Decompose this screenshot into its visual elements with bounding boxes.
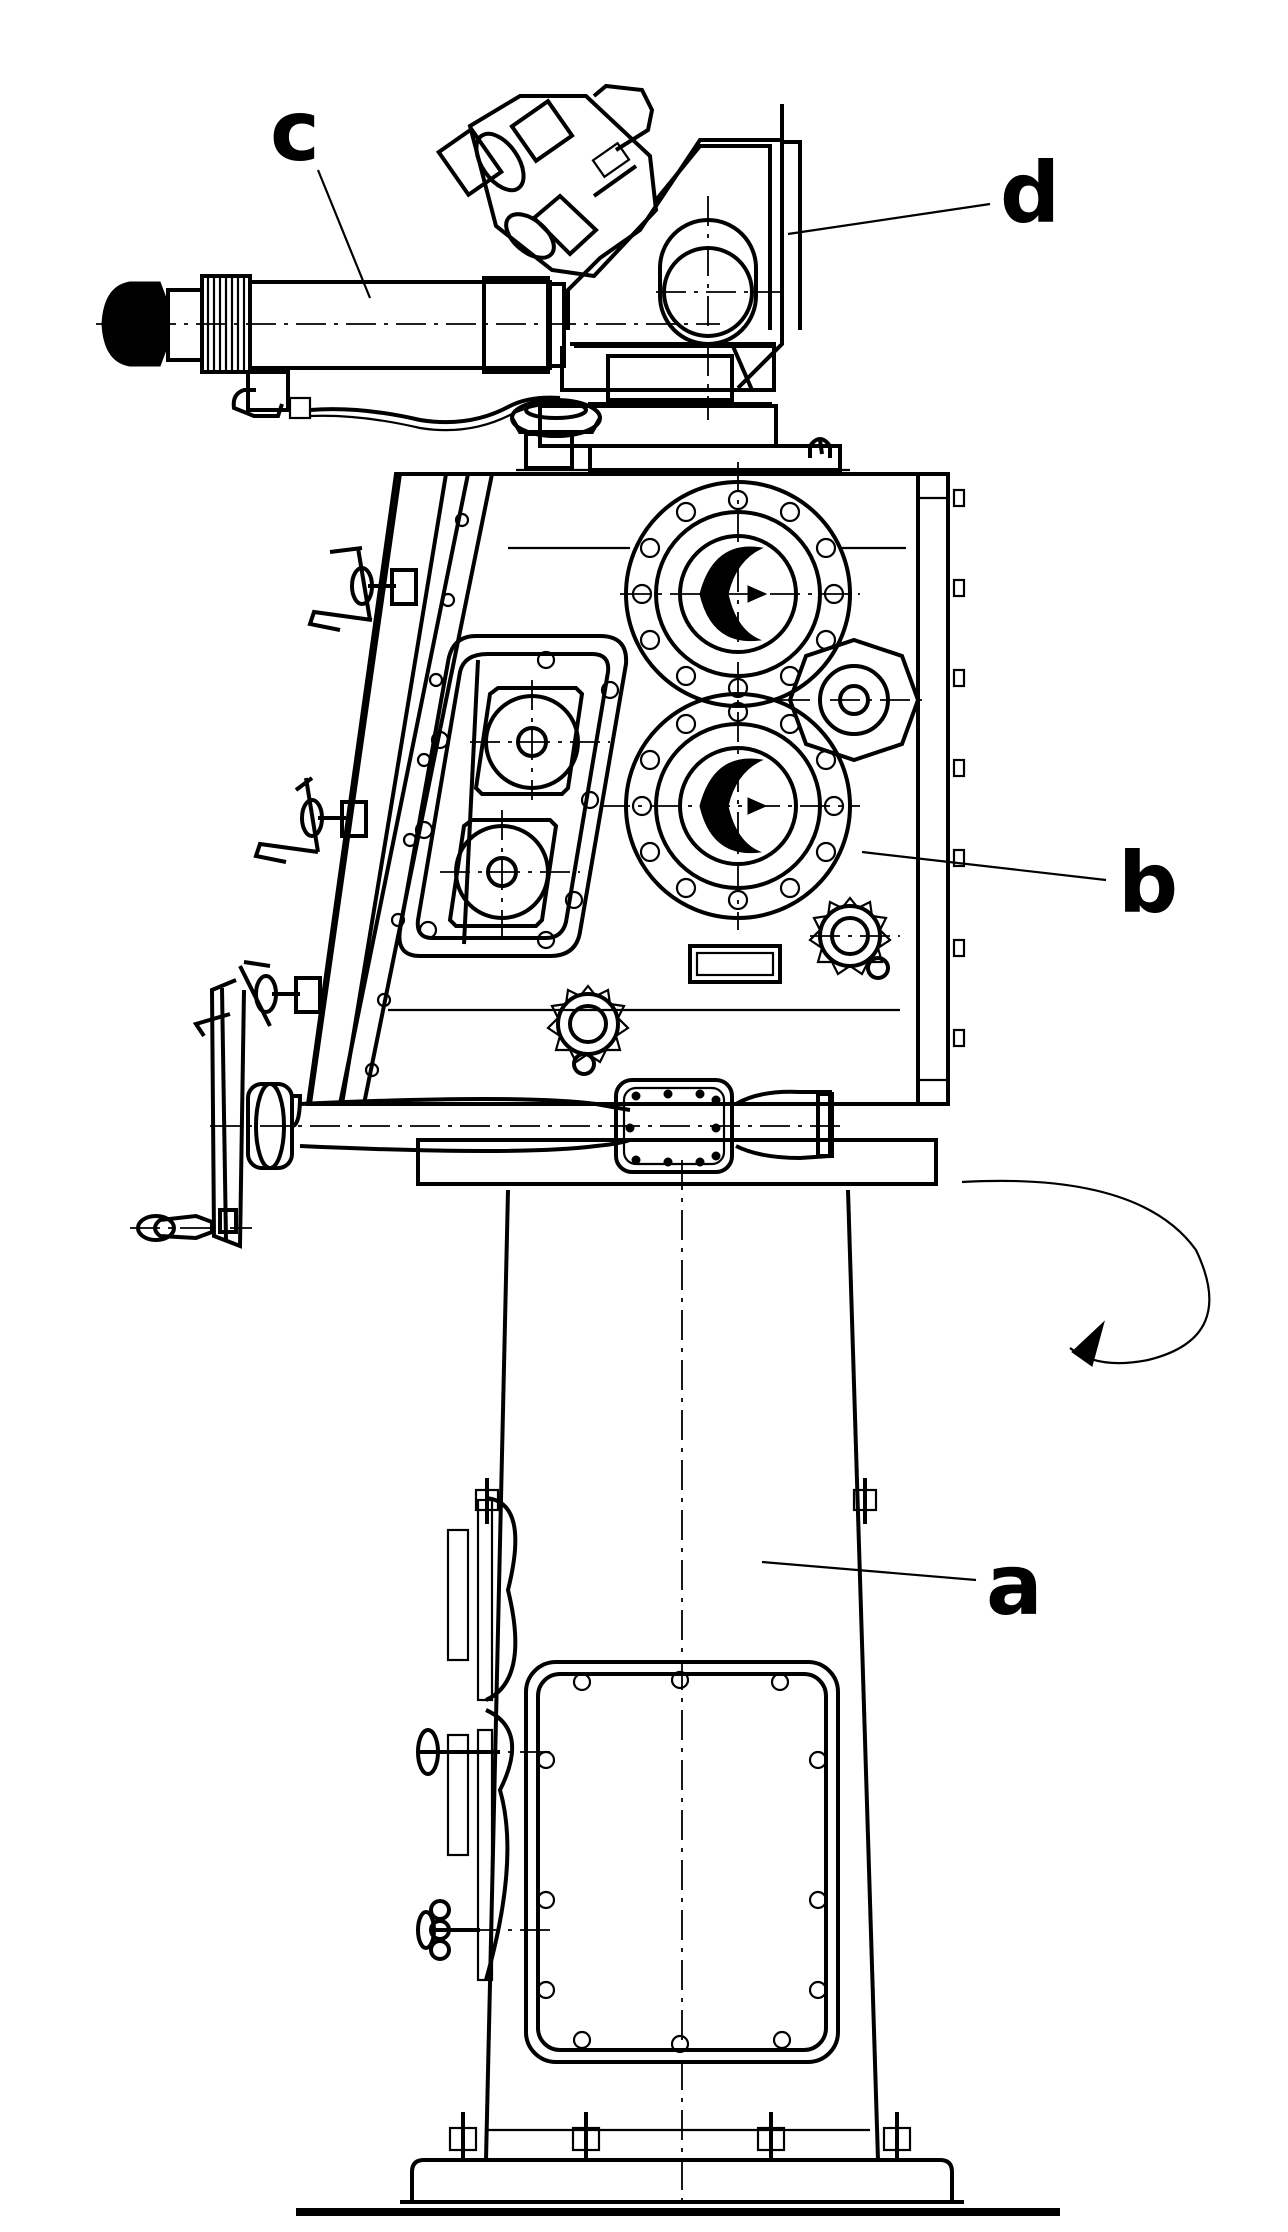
turntable-knob (510, 398, 602, 438)
nameplate (688, 944, 782, 984)
control-window-panel (397, 634, 629, 958)
housing-centerlines (388, 462, 930, 1012)
hand-crank (130, 978, 252, 1249)
lower-gear-knob (546, 984, 630, 1076)
illumination-cable (231, 370, 561, 432)
leader-lines (316, 169, 1107, 1582)
label-a: a (986, 1536, 1043, 1634)
pedestal-centerlines (470, 1160, 683, 2212)
housing-right-bolts (952, 488, 966, 1048)
upper-sight-gauge (470, 680, 610, 800)
pedestal-side-studs (474, 1478, 878, 1524)
rotation-arrow (961, 1179, 1211, 1367)
label-c: c (270, 82, 320, 180)
pedestal-column (446, 1189, 880, 2161)
right-gear-knob (808, 896, 900, 980)
middle-side-crank (253, 776, 368, 864)
pedestal-valve-handwheels (416, 1728, 500, 1961)
periscope-head (566, 104, 802, 420)
upper-side-crank (307, 546, 418, 632)
eyepiece-tube (96, 274, 720, 374)
label-d: d (1000, 144, 1060, 242)
label-b: b (1118, 834, 1178, 932)
traverse-gearbox-cover (614, 1078, 734, 1174)
turntable-base (516, 344, 850, 472)
housing-left-bolts (364, 512, 470, 1078)
base-bolts (448, 2112, 912, 2160)
lower-side-crank (192, 960, 322, 1038)
lower-sight-gauge (440, 810, 580, 936)
angled-eyepiece-housing (435, 83, 659, 279)
traverse-shaft (210, 1082, 840, 1170)
small-lifting-eye (808, 437, 832, 458)
